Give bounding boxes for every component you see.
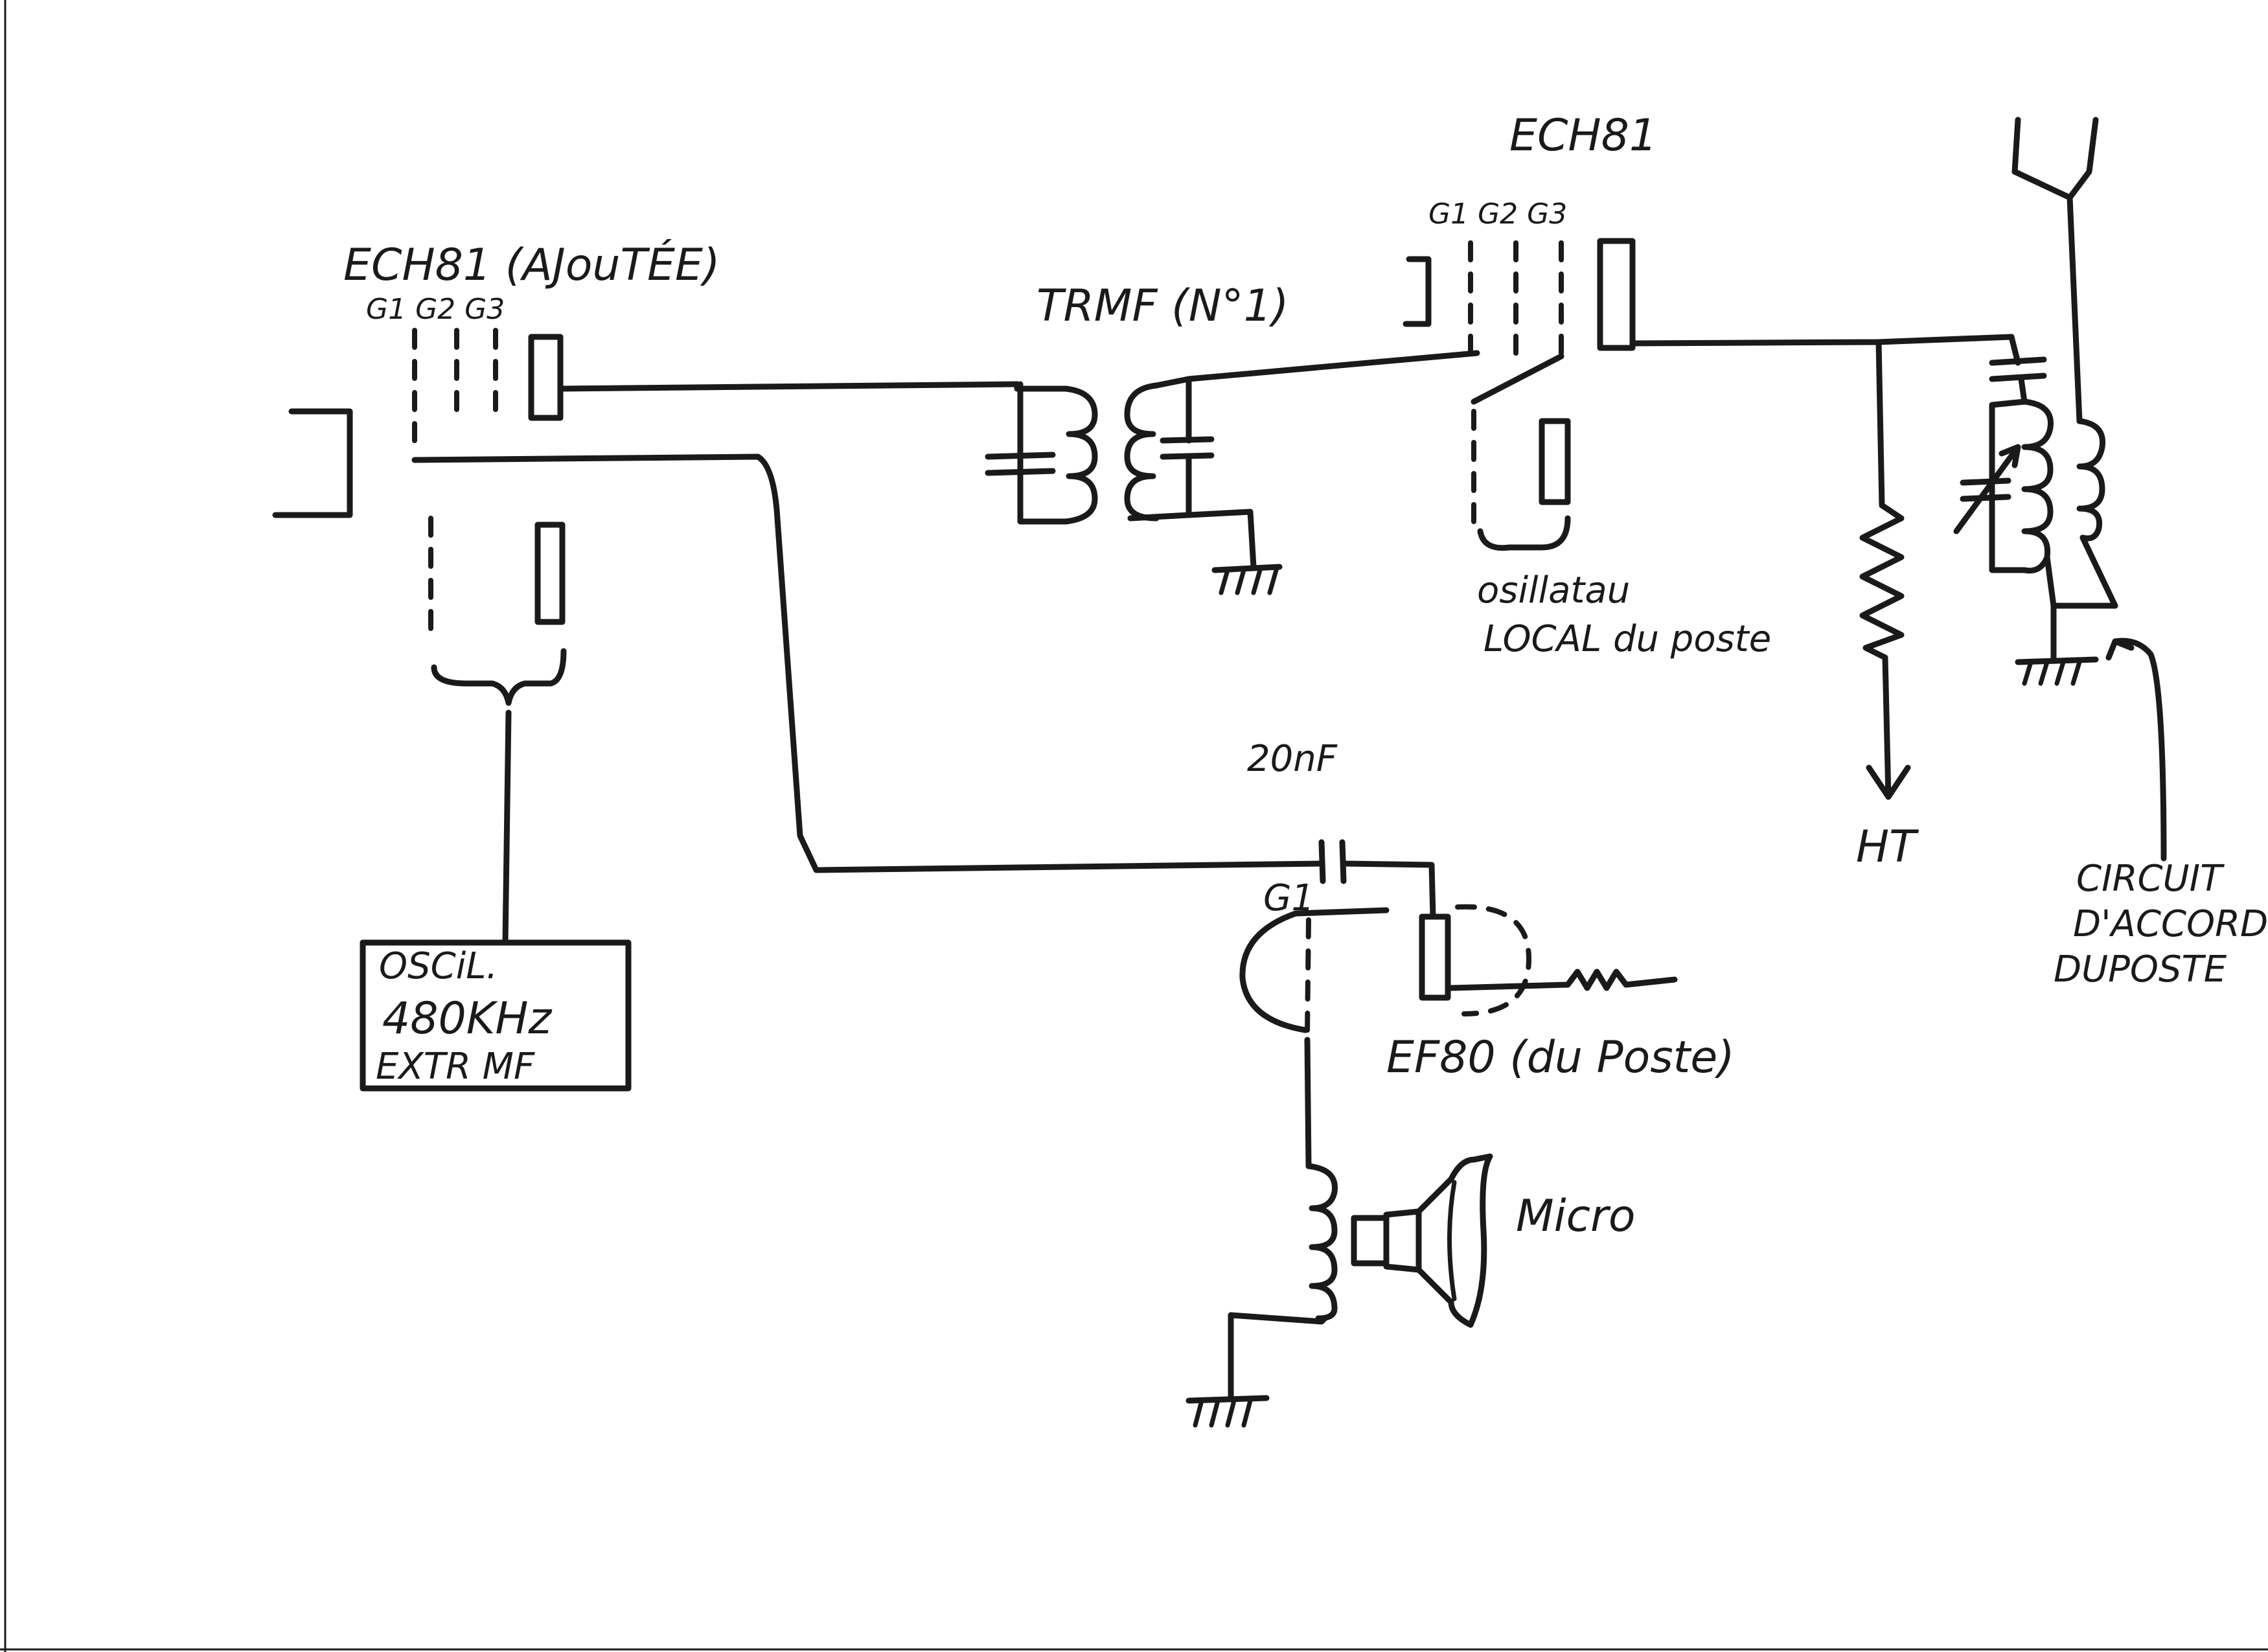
tank-wire-down <box>2044 554 2057 664</box>
trmf-secondary-coil <box>1124 382 1160 522</box>
added-ech81-label: ECH81 (AJouTÉE) <box>343 239 720 291</box>
trmf-secondary-cap-plate-a <box>1160 436 1215 444</box>
trmf-secondary-wire <box>1153 350 1480 389</box>
trmf-primary-cap-plate-a <box>985 452 1056 460</box>
tuning-label-line-3: DUPOSTE <box>2054 948 2227 991</box>
ht-wire-bottom <box>1882 654 1892 800</box>
tank-ground-hatch <box>2022 660 2082 686</box>
station-ech81-grid-labels: G1 G2 G3 <box>1428 198 1567 231</box>
trmf-primary-coil <box>1062 385 1098 525</box>
tuning-wire-down <box>2079 534 2118 609</box>
ef80-label: EF80 (du Poste) <box>1386 1032 1735 1083</box>
added-ech81-tube: ECH81 (AJouTÉE) G1 G2 G3 <box>272 239 720 706</box>
mic-ground-hatch <box>1193 1398 1253 1428</box>
trmf-primary-cap-plate-b <box>985 468 1056 476</box>
trmf-secondary-bottom-wire <box>1127 509 1257 570</box>
station-ech81-triode-brace <box>1477 515 1571 551</box>
tank-variable-cap-arrow <box>1953 444 2021 534</box>
tank-cap-plate-b <box>1989 373 2047 382</box>
added-ech81-triode-plate <box>534 522 566 625</box>
ef80-output-wire <box>1448 981 1571 991</box>
local-osc-line-1: osillatau <box>1477 569 1630 612</box>
wire-g1-to-coupling-cap <box>411 453 1325 873</box>
microphone-input: Micro <box>1186 1037 1636 1428</box>
ef80-envelope <box>1239 907 1390 1033</box>
mic-cone-face <box>1447 1180 1457 1302</box>
ht-resistor <box>1859 502 1905 661</box>
external-oscillator-box: OSCiL. 480KHz EXTR MF <box>360 939 632 1092</box>
ht-branch: HT <box>1856 339 1919 873</box>
wire-cap-to-ef80 <box>1340 860 1436 920</box>
osc-box-line-3: EXTR MF <box>376 1046 535 1088</box>
added-ech81-plate <box>528 334 564 421</box>
osc-box-line-2: 480KHz <box>382 993 553 1044</box>
tank-variable-cap-plates <box>1960 477 2011 502</box>
ef80-output-resistor <box>1564 969 1678 991</box>
ht-arrow <box>1866 764 1911 800</box>
ef80-envelope-right <box>1455 904 1532 1016</box>
ht-wire-top <box>1875 339 1885 509</box>
tank-coil <box>2018 376 2054 574</box>
tuning-label-line-2: D'ACCORD <box>2073 903 2268 945</box>
ht-label: HT <box>1856 821 1919 873</box>
station-ech81-triode-plate <box>1539 418 1571 505</box>
mic-neck <box>1383 1208 1422 1273</box>
antenna-fork <box>2011 117 2099 201</box>
mic-ground-wire <box>1228 1312 1328 1403</box>
wire-g1-down <box>1304 1037 1312 1169</box>
station-ech81-grid3-link <box>1471 353 1564 405</box>
station-ech81-plate <box>1597 238 1636 351</box>
station-tuning-circuit: CIRCUIT D'ACCORD DUPOSTE <box>2011 117 2268 991</box>
tuning-label-line-1: CIRCUIT <box>2076 858 2225 900</box>
trmf-primary-bottom-wire <box>1017 381 1069 525</box>
ef80-plate <box>1419 913 1451 1001</box>
trmf-ground-hatch <box>1219 568 1279 595</box>
tuning-coil <box>2076 418 2106 542</box>
wire-brace-to-osc <box>502 709 512 946</box>
osc-box-outline <box>360 939 632 1092</box>
ef80-tube: 20nF G1 EF80 (du Poste) <box>1239 738 1735 1083</box>
tuning-pointer <box>2105 637 2167 862</box>
wire-added-plate-to-trmf <box>557 381 1020 392</box>
station-ech81-tube: ECH81 G1 G2 G3 osillatau LOCAL du poste <box>1403 110 1771 660</box>
added-ech81-cathode <box>272 408 353 518</box>
added-ech81-grid-labels: G1 G2 G3 <box>366 293 505 326</box>
trmf-transformer: TRMF (N°1) <box>985 281 1480 595</box>
osc-box-line-1: OSCiL. <box>379 945 498 987</box>
added-ech81-brace <box>431 648 567 706</box>
mic-cone <box>1415 1153 1493 1328</box>
coupling-cap-plate-a <box>1318 839 1326 884</box>
station-osc-tank <box>1953 334 2118 686</box>
station-ech81-label: ECH81 <box>1509 110 1657 161</box>
trmf-label: TRMF (N°1) <box>1037 281 1289 332</box>
coupling-cap-label: 20nF <box>1247 738 1338 780</box>
station-ech81-cathode <box>1403 256 1432 327</box>
trmf-ground-bar <box>1211 564 1283 573</box>
trmf-primary-top-wire <box>1014 381 1069 392</box>
mic-coil <box>1305 1163 1338 1322</box>
antenna-stem <box>2067 194 2083 424</box>
ef80-grid <box>1305 917 1311 1036</box>
micro-label: Micro <box>1516 1191 1636 1242</box>
wire-station-plate-right <box>1629 334 2015 347</box>
mic-body <box>1351 1215 1390 1267</box>
local-osc-line-2: LOCAL du poste <box>1483 618 1771 660</box>
tank-cap-plate-a <box>1989 356 2047 366</box>
tank-variable-cap-frame <box>1989 398 2028 573</box>
